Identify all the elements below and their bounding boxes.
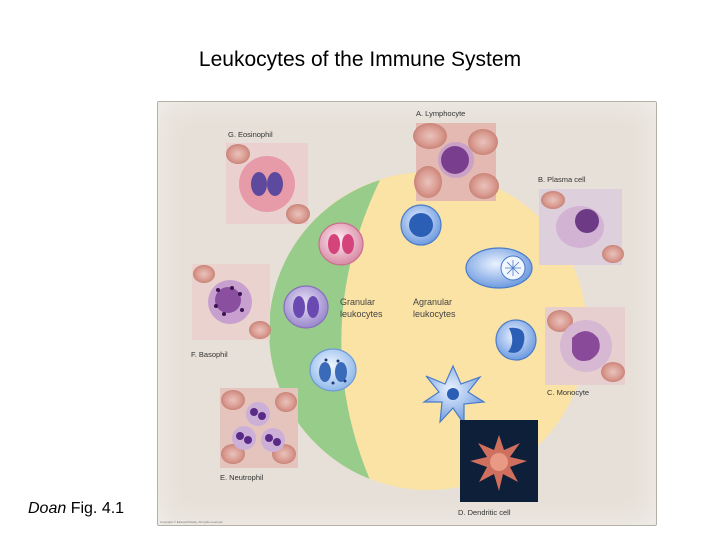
agranular-cell-icon-lymphocyte <box>401 205 441 245</box>
page-title: Leukocytes of the Immune System <box>0 48 720 72</box>
lymphocyte-label: A. Lymphocyte <box>416 109 465 118</box>
granular-cell-icon-1 <box>319 223 363 265</box>
leukocyte-figure: Granular leukocytes Agranular leukocytes… <box>157 101 657 526</box>
neutrophil-label: E. Neutrophil <box>220 473 264 482</box>
caption-author: Doan <box>28 500 66 517</box>
granular-cell-icon-3 <box>310 349 356 391</box>
agranular-label-line1: Agranular <box>413 297 452 307</box>
eosinophil-label: G. Eosinophil <box>228 130 273 139</box>
figure-caption: Doan Fig. 4.1 <box>28 500 124 518</box>
copyright-text: Copyright © Elsevier/Mosby. All rights r… <box>160 520 223 524</box>
basophil-photo <box>192 264 271 340</box>
monocyte-photo <box>545 307 625 385</box>
leukocyte-diagram: Granular leukocytes Agranular leukocytes… <box>158 102 656 525</box>
granular-label-line2: leukocytes <box>340 309 383 319</box>
monocyte-label: C. Monocyte <box>547 388 589 397</box>
caption-figure-number: Fig. 4.1 <box>66 500 124 517</box>
plasma-cell-label: B. Plasma cell <box>538 175 586 184</box>
dendritic-cell-photo <box>460 420 538 502</box>
eosinophil-photo <box>226 143 310 224</box>
agranular-cell-icon-monocyte <box>496 320 536 360</box>
agranular-cell-icon-plasma <box>466 248 532 288</box>
plasma-cell-photo <box>539 189 624 265</box>
neutrophil-photo <box>220 388 298 468</box>
granular-cell-icon-2 <box>284 286 328 328</box>
dendritic-cell-label: D. Dendritic cell <box>458 508 511 517</box>
agranular-label-line2: leukocytes <box>413 309 456 319</box>
basophil-label: F. Basophil <box>191 350 228 359</box>
granular-label-line1: Granular <box>340 297 375 307</box>
lymphocyte-photo <box>413 123 499 201</box>
